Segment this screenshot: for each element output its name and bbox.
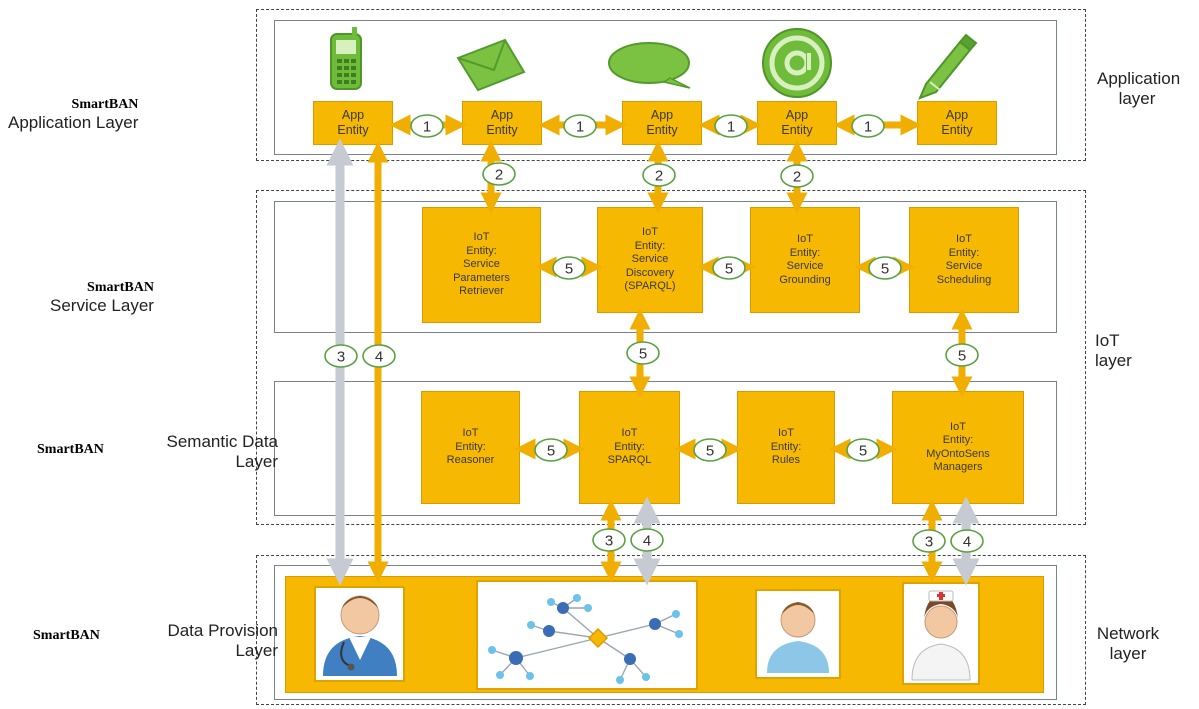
service-grounding-entity[interactable]: IoT Entity: Service Grounding	[750, 207, 860, 313]
sparql-entity[interactable]: IoT Entity: SPARQL	[579, 391, 680, 504]
data-provision-layer-name: Data Provision Layer	[167, 621, 278, 660]
service-parameters-retriever-entity[interactable]: IoT Entity: Service Parameters Retriever	[422, 207, 541, 323]
badge-semantic-network-managers: 3	[912, 529, 946, 553]
smartban-prefix: SmartBAN	[71, 97, 139, 112]
badge-number: 3	[605, 533, 613, 550]
label-right-iot-layer: IoT layer	[1095, 331, 1132, 370]
badge-app-service-links: 2	[642, 163, 676, 187]
badge-app-service-links: 2	[482, 162, 516, 186]
network-graph-picture	[476, 580, 698, 690]
badge-number: 2	[655, 168, 663, 185]
label-right-network-layer: Network layer	[1096, 624, 1160, 663]
label-service-layer: SmartBAN Service Layer	[50, 256, 154, 316]
app-entity[interactable]: App Entity	[622, 101, 702, 145]
semantic-data-layer-name: Semantic Data Layer	[166, 432, 279, 471]
badge-number: 4	[963, 534, 971, 551]
badge-number: 2	[495, 167, 503, 184]
network-layer-group	[256, 555, 1086, 705]
myontosens-managers-entity[interactable]: IoT Entity: MyOntoSens Managers	[892, 391, 1024, 504]
iot-layer-group	[256, 190, 1086, 525]
badge-app-service-links: 2	[780, 164, 814, 188]
smartban-prefix: SmartBAN	[33, 628, 100, 643]
app-entity[interactable]: App Entity	[917, 101, 997, 145]
rules-entity[interactable]: IoT Entity: Rules	[737, 391, 835, 504]
service-scheduling-entity[interactable]: IoT Entity: Service Scheduling	[909, 207, 1019, 313]
service-discovery-entity[interactable]: IoT Entity: Service Discovery (SPARQL)	[597, 207, 703, 313]
reasoner-entity[interactable]: IoT Entity: Reasoner	[421, 391, 520, 504]
app-entity[interactable]: App Entity	[313, 101, 393, 145]
badge-number: 3	[925, 534, 933, 551]
badge-semantic-network-sparql: 3	[592, 528, 626, 552]
doctor-picture	[314, 586, 405, 682]
nurse-picture	[902, 582, 980, 685]
app-entity[interactable]: App Entity	[462, 101, 542, 145]
app-entity[interactable]: App Entity	[757, 101, 837, 145]
badge-semantic-network-sparql: 4	[630, 528, 664, 552]
label-application-layer: SmartBAN Application Layer	[8, 73, 138, 133]
application-layer-name: Application Layer	[8, 113, 139, 132]
smartban-prefix: SmartBAN	[87, 280, 154, 295]
application-layer-group	[256, 9, 1086, 161]
badge-number: 4	[643, 533, 651, 550]
patient-picture	[755, 589, 841, 679]
label-right-application-layer: Application layer	[1097, 69, 1181, 108]
badge-semantic-network-managers: 4	[950, 529, 984, 553]
smartban-prefix: SmartBAN	[37, 442, 104, 457]
badge-number: 2	[793, 169, 801, 186]
service-layer-name: Service Layer	[50, 296, 154, 315]
